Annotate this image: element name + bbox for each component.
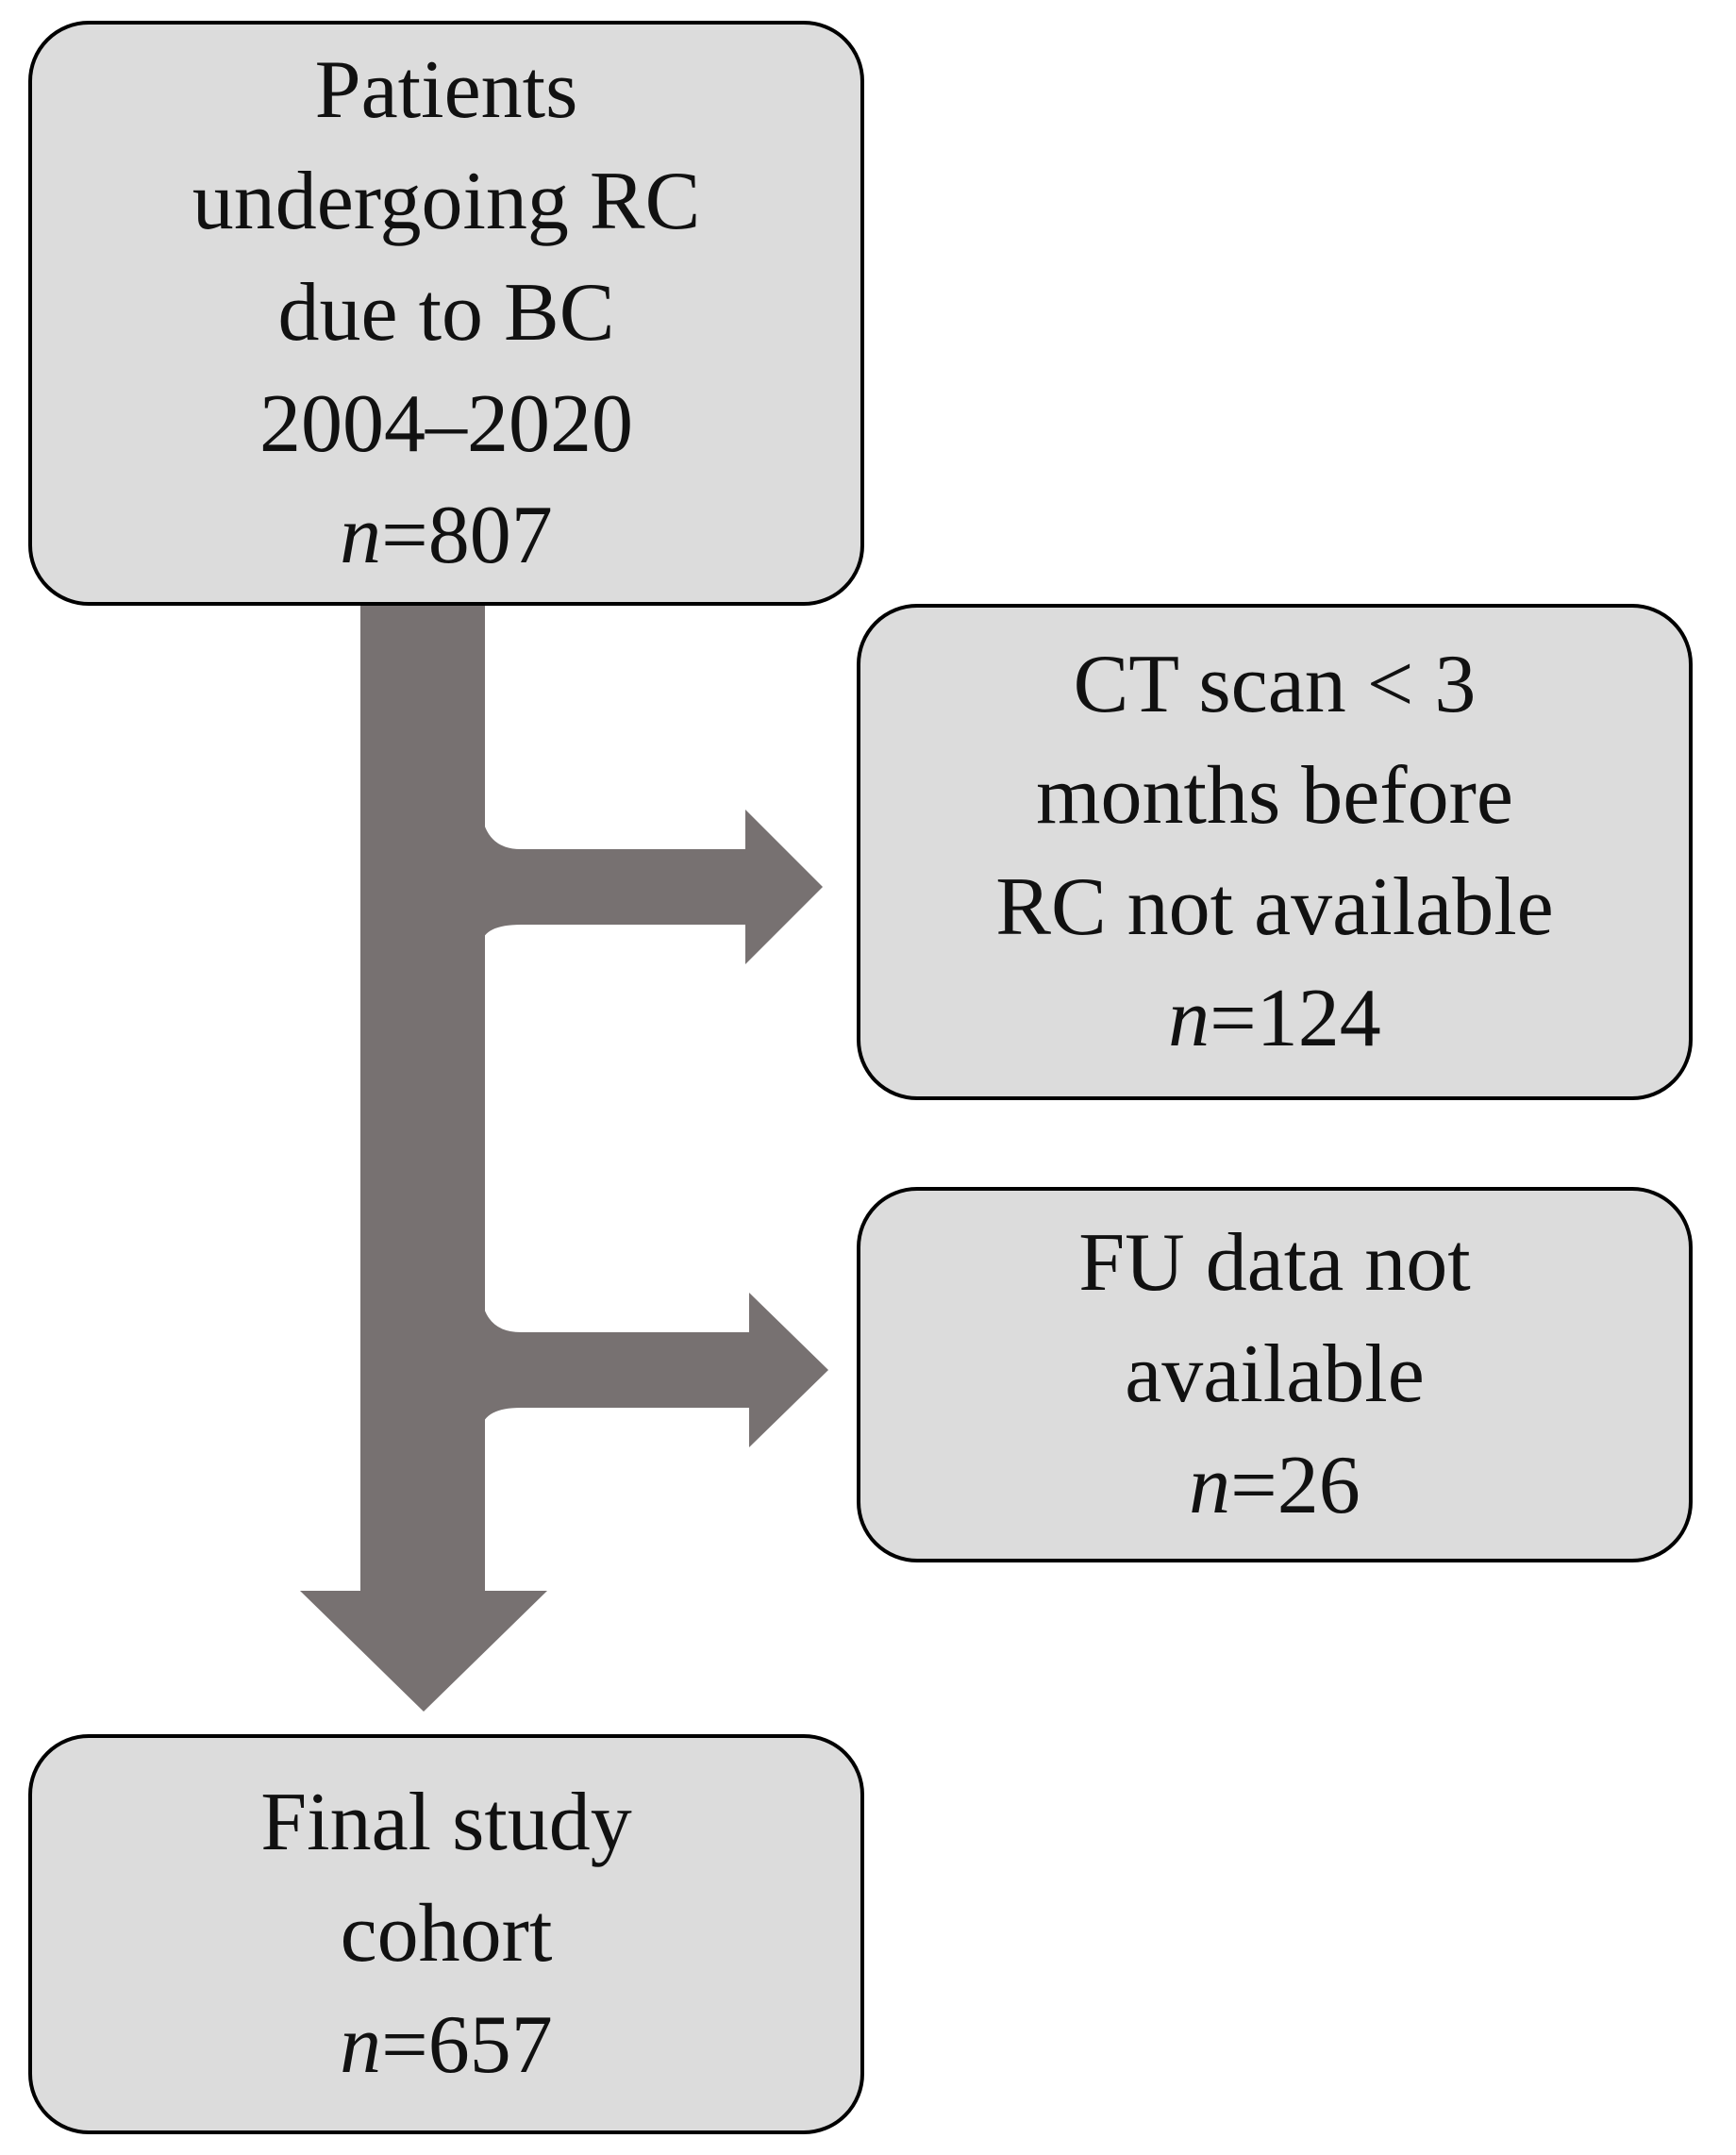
final-cohort-box: Final study cohort n=657 (28, 1734, 864, 2134)
exclusion-arrow-fu-shaft (515, 1332, 751, 1408)
start-box-line-1: Patients (314, 44, 578, 136)
exclusion-arrow-ct (481, 810, 823, 964)
ct-box-line-3: RC not available (995, 861, 1554, 953)
start-box-count: n=807 (340, 480, 553, 592)
ct-box-n-value: =124 (1210, 973, 1381, 1064)
ct-exclusion-box: CT scan < 3 months before RC not availab… (857, 604, 1693, 1100)
start-box-n-value: =807 (381, 490, 553, 581)
start-population-box: Patients undergoing RC due to BC 2004–20… (28, 21, 864, 606)
final-box-n-value: =657 (381, 1999, 553, 2091)
main-arrow-shaft (360, 606, 485, 1591)
fu-box-line-2: available (1125, 1328, 1425, 1420)
ct-box-line-1: CT scan < 3 (1073, 639, 1477, 730)
fu-exclusion-box: FU data not available n=26 (857, 1187, 1693, 1562)
final-box-n-symbol: n (340, 1999, 382, 2091)
exclusion-arrow-ct-head (745, 810, 823, 964)
exclusion-arrow-ct-shaft (515, 849, 747, 925)
exclusion-arrow-ct-branch (481, 810, 521, 944)
start-box-n-symbol: n (340, 490, 382, 581)
fu-box-count: n=26 (1189, 1430, 1360, 1542)
start-box-line-4: 2004–2020 (259, 378, 633, 470)
start-box-line-2: undergoing RC (192, 156, 701, 247)
fu-box-n-value: =26 (1230, 1440, 1360, 1531)
main-down-arrow (300, 606, 547, 1712)
ct-box-line-2: months before (1036, 750, 1513, 842)
final-box-line-1: Final study (260, 1777, 632, 1868)
main-arrow-head (300, 1591, 547, 1712)
final-box-count: n=657 (340, 1990, 553, 2101)
final-box-line-2: cohort (340, 1888, 553, 1980)
exclusion-arrow-fu (481, 1293, 828, 1447)
exclusion-arrow-fu-branch (481, 1295, 521, 1428)
start-box-line-3: due to BC (277, 267, 615, 359)
ct-box-n-symbol: n (1168, 973, 1210, 1064)
fu-box-n-symbol: n (1189, 1440, 1231, 1531)
ct-box-count: n=124 (1168, 963, 1381, 1075)
exclusion-arrow-fu-head (749, 1293, 828, 1447)
fu-box-line-1: FU data not (1078, 1217, 1471, 1309)
